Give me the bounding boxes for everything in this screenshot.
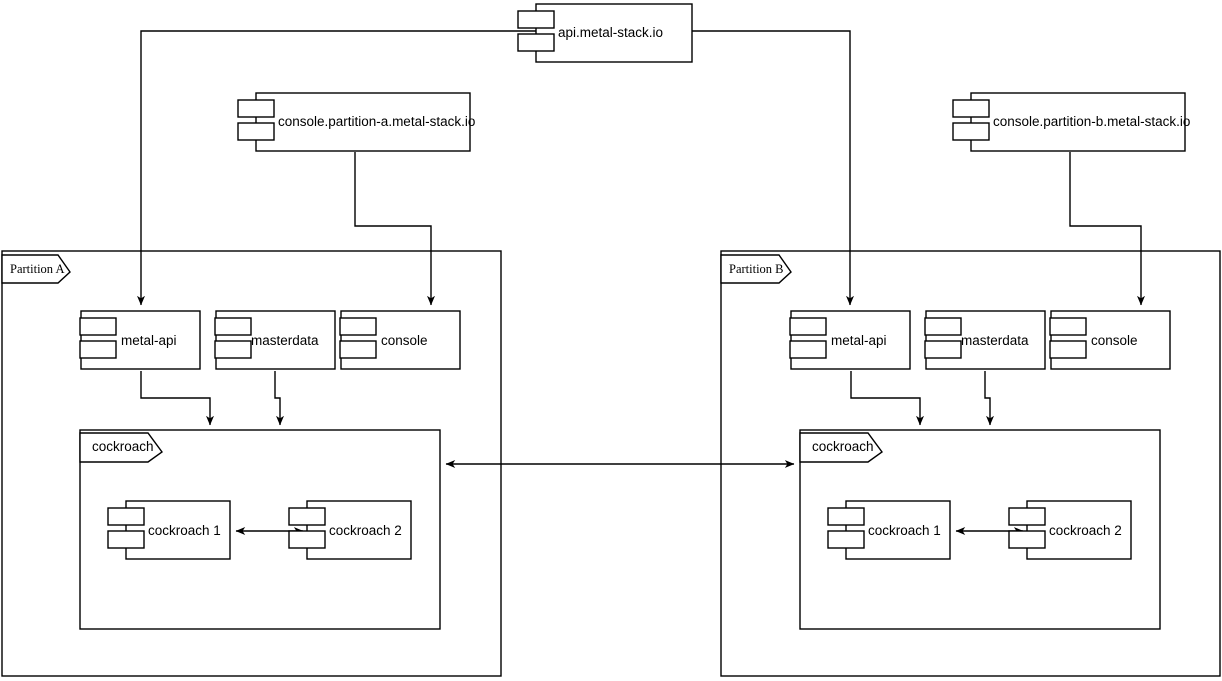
component-console-a-label: console [381, 333, 428, 348]
component-console-b-label: console [1091, 333, 1138, 348]
component-masterdata-b[interactable]: masterdata [924, 310, 1046, 370]
component-console-a[interactable]: console [339, 310, 461, 370]
partition-b-tab-label: Partition B [729, 262, 784, 276]
connector-metal-api-b-to-cockroach-b [850, 371, 924, 426]
component-console-partition-a[interactable]: console.partition-a.metal-stack.io [237, 92, 475, 152]
component-api[interactable]: api.metal-stack.io [517, 3, 693, 63]
connector-metal-api-a-to-cockroach-a [140, 371, 214, 426]
connector-console-a-to-console-comp-a [354, 152, 435, 306]
component-metal-api-a-label: metal-api [121, 333, 177, 348]
component-cockroach-b-1[interactable]: cockroach 1 [827, 500, 951, 560]
component-console-partition-a-label: console.partition-a.metal-stack.io [278, 114, 475, 129]
component-api-label: api.metal-stack.io [558, 25, 663, 40]
cockroach-group-a-tab-label: cockroach [92, 439, 154, 454]
component-masterdata-b-label: masterdata [961, 333, 1029, 348]
component-cockroach-b-1-label: cockroach 1 [868, 523, 941, 538]
connector-console-b-to-console-comp-b [1069, 152, 1145, 306]
connector-masterdata-a-to-cockroach-a [274, 371, 284, 426]
component-masterdata-a-label: masterdata [251, 333, 319, 348]
connector-masterdata-b-to-cockroach-b [984, 371, 994, 426]
component-metal-api-b[interactable]: metal-api [789, 310, 911, 370]
connector-api-to-metal-api-b [692, 30, 854, 306]
component-cockroach-a-2[interactable]: cockroach 2 [288, 500, 412, 560]
component-masterdata-a[interactable]: masterdata [214, 310, 336, 370]
connector-api-to-metal-api-a [137, 30, 536, 306]
component-metal-api-a[interactable]: metal-api [79, 310, 201, 370]
component-cockroach-b-2-label: cockroach 2 [1049, 523, 1122, 538]
component-console-b[interactable]: console [1049, 310, 1171, 370]
partition-a-tab-label: Partition A [10, 262, 65, 276]
cockroach-group-b-tab-label: cockroach [812, 439, 874, 454]
component-console-partition-b-label: console.partition-b.metal-stack.io [993, 114, 1190, 129]
component-cockroach-a-1[interactable]: cockroach 1 [107, 500, 231, 560]
component-cockroach-b-2[interactable]: cockroach 2 [1008, 500, 1132, 560]
component-metal-api-b-label: metal-api [831, 333, 887, 348]
component-cockroach-a-1-label: cockroach 1 [148, 523, 221, 538]
component-cockroach-a-2-label: cockroach 2 [329, 523, 402, 538]
component-console-partition-b[interactable]: console.partition-b.metal-stack.io [952, 92, 1190, 152]
